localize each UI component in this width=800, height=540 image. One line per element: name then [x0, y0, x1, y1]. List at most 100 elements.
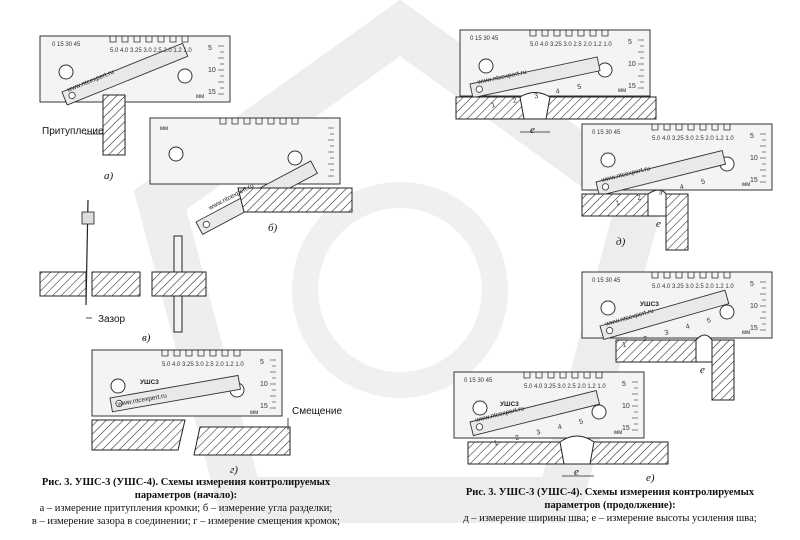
right-scale-tick: 10: [750, 155, 758, 162]
plate-v-side: [151, 271, 207, 297]
angle-scale-e1: 0 15 30 45: [592, 278, 621, 284]
bottom-scale-tick: 1: [615, 200, 621, 208]
bottom-scale-tick: 4: [685, 323, 691, 331]
caption-left-items-2: в – измерение зазора в соединении; г – и…: [31, 516, 341, 527]
panel-label-b: б): [268, 222, 278, 234]
right-scale-tick: 15: [260, 403, 268, 410]
bottom-scale-tick: 4: [557, 424, 563, 432]
plate-b: [237, 187, 353, 213]
panel-b: [149, 117, 353, 235]
angle-scale-d1: 0 15 30 45: [470, 36, 499, 42]
gauge-model-marks: УШС3 УШС3 УШС3: [140, 301, 659, 408]
right-scale-tick: 15: [628, 83, 636, 90]
right-scale-tick: 15: [750, 177, 758, 184]
angle-scale-a: 0 15 30 45: [52, 42, 81, 48]
panel-v: [39, 199, 207, 333]
gauge-top-scales: 5.0 4.0 3.25 3.0 2.5 2.0 1.2 1.0 5.0 4.0…: [110, 42, 734, 390]
caption-right-subtitle: параметров (продолжение):: [544, 500, 676, 511]
plate-v-right: [91, 271, 141, 297]
bottom-scale-tick: 1: [493, 440, 499, 448]
unit-a: мм: [196, 94, 204, 100]
panel-label-v: в): [142, 332, 151, 344]
right-scale-tick: 5: [628, 39, 632, 46]
right-scale-tick: 5: [622, 381, 626, 388]
right-scale-tick: 15: [750, 325, 758, 332]
caption-left-title: Рис. 3. УШС-3 (УШС-4). Схемы измерения к…: [41, 477, 331, 488]
dimension-e-label: e: [530, 124, 535, 136]
right-scale-tick: 15: [208, 89, 216, 96]
model-e2: УШС3: [500, 401, 519, 408]
unit-e2: мм: [614, 430, 622, 436]
unit-d1: мм: [618, 88, 626, 94]
bottom-scale-tick: 1: [622, 341, 628, 349]
panel-e: [453, 271, 773, 477]
plate-v-left: [39, 271, 87, 297]
dimension-e-height-label-2: e: [700, 364, 705, 376]
caption-left: Рис. 3. УШС-3 (УШС-4). Схемы измерения к…: [16, 476, 356, 528]
right-scale-tick: 5: [750, 133, 754, 140]
bluntness-label: Притупление: [42, 126, 104, 137]
plate-d2-vertical: [665, 193, 689, 251]
angle-scale-e2: 0 15 30 45: [464, 378, 493, 384]
top-scale-d2: 5.0 4.0 3.25 3.0 2.5 2.0 1.2 1.0: [652, 136, 734, 142]
bottom-scale-tick: 4: [679, 184, 685, 192]
model-e1: УШС3: [640, 301, 659, 308]
caption-left-subtitle: параметров (начало):: [134, 490, 238, 501]
panel-label-g: г): [230, 464, 238, 476]
top-scale-g: 5.0 4.0 3.25 3.0 2.5 2.0 1.2 1.0: [162, 362, 244, 368]
caption-left-items-1: а – измерение притупления кромки; б – из…: [39, 503, 333, 514]
right-scale-tick: 10: [260, 381, 268, 388]
angle-scale-d2: 0 15 30 45: [592, 130, 621, 136]
unit-d2: мм: [742, 182, 750, 188]
bottom-scale-tick: 5: [579, 418, 585, 426]
plate-a: [102, 94, 126, 156]
caption-right-title: Рис. 3. УШС-3 (УШС-4). Схемы измерения к…: [465, 487, 755, 498]
panel-label-a: а): [104, 170, 114, 182]
bottom-scale-tick: 5: [577, 84, 582, 92]
right-scale-tick: 5: [260, 359, 264, 366]
right-scale-tick: 10: [750, 303, 758, 310]
right-scale-tick: 15: [622, 425, 630, 432]
unit-e1: мм: [742, 330, 750, 336]
bottom-scale-tick: 2: [643, 335, 649, 343]
gauge-angle-scales: 0 15 30 45 0 15 30 45 0 15 30 45 0 15 30…: [52, 36, 621, 384]
right-scale-tick: 5: [750, 281, 754, 288]
panel-label-d: д): [616, 236, 626, 248]
bottom-scale-tick: 3: [536, 429, 542, 437]
bottom-scale-tick: 5: [701, 178, 707, 186]
model-g: УШС3: [140, 379, 159, 386]
panel-a: [39, 35, 231, 156]
plate-g-left: [91, 419, 186, 451]
caption-right-items: д – измерение ширины шва; е – измерение …: [463, 513, 757, 524]
panel-g: [91, 349, 291, 456]
bottom-scale-tick: 3: [658, 189, 664, 197]
plate-e1-vertical: [711, 339, 735, 401]
bottom-scale-tick: 3: [534, 93, 539, 101]
bottom-scale-tick: 4: [555, 88, 560, 96]
bottom-scale-tick: 1: [491, 102, 496, 110]
unit-g: мм: [250, 410, 258, 416]
top-scale-d1: 5.0 4.0 3.25 3.0 2.5 2.0 1.2 1.0: [530, 42, 612, 48]
offset-label: Смещение: [292, 406, 343, 417]
panel-label-e: е): [646, 472, 655, 484]
right-scale-tick: 10: [628, 61, 636, 68]
bottom-scale-tick: 2: [514, 434, 520, 442]
right-scale-tick: 10: [208, 67, 216, 74]
right-scale-tick: 10: [622, 403, 630, 410]
gauge-unit-marks: мм мм мм мм мм мм мм: [160, 88, 750, 436]
top-scale-e2: 5.0 4.0 3.25 3.0 2.5 2.0 1.2 1.0: [524, 384, 606, 390]
plate-e1: [615, 339, 697, 363]
top-scale-a: 5.0 4.0 3.25 3.0 2.5 2.0 1.2 1.0: [110, 48, 192, 54]
bottom-scale-tick: 2: [512, 97, 517, 105]
top-scale-e1: 5.0 4.0 3.25 3.0 2.5 2.0 1.2 1.0: [652, 284, 734, 290]
weld-e2: [559, 435, 595, 465]
right-scale-tick: 5: [208, 45, 212, 52]
weld-d1: [519, 92, 551, 120]
unit-b: мм: [160, 126, 168, 132]
plate-d1: [455, 96, 657, 120]
panel-d: [455, 29, 773, 251]
caption-right: Рис. 3. УШС-3 (УШС-4). Схемы измерения к…: [430, 486, 790, 525]
plate-g-right: [193, 426, 291, 456]
